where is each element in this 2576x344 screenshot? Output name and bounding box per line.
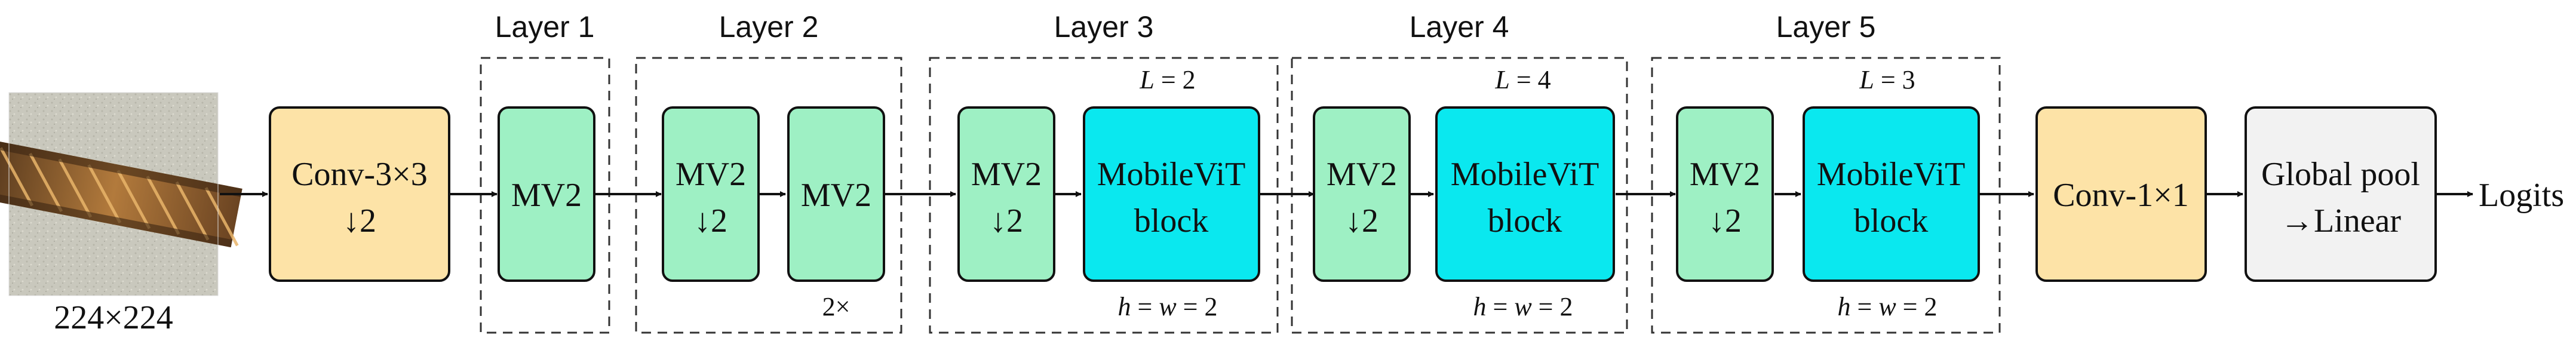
layer-5-title: Layer 5 (1776, 10, 1876, 44)
layer-2-mv2-block (787, 106, 885, 282)
layer-4-mv2-down-stride: ↓2 (1345, 202, 1378, 239)
layer-3-mv2-down-block (957, 106, 1055, 282)
layer-3-mv2-down-label: MV2 (971, 156, 1042, 193)
layer-3-mobilevit-block (1083, 106, 1260, 282)
layer-2-repeat-label: 2× (822, 292, 851, 321)
logits-label: Logits (2479, 177, 2564, 214)
layer-2-mv2-down-block (662, 106, 760, 282)
layer-5-mv2-down-block (1676, 106, 1774, 282)
layer-4-depth-label: L = 4 (1494, 65, 1550, 94)
layer-5-mobilevit-sub: block (1854, 202, 1928, 239)
layer-3-title: Layer 3 (1054, 10, 1154, 44)
head-conv-label: Conv-1×1 (2053, 177, 2189, 214)
layer-5-depth-label: L = 3 (1859, 65, 1915, 94)
layer-3-mobilevit-sub: block (1134, 202, 1208, 239)
layer-5-mv2-down-label: MV2 (1690, 156, 1760, 193)
layer-4-mobilevit-sub: block (1488, 202, 1562, 239)
layer-5-mobilevit-block (1803, 106, 1980, 282)
layer-2-mv2-down-stride: ↓2 (694, 202, 727, 239)
head-conv-block (2035, 106, 2207, 282)
input-size-label: 224×224 (54, 299, 173, 336)
input-image (0, 92, 242, 296)
layer-4-mv2-down-block (1313, 106, 1411, 282)
layer-4-mobilevit-label: MobileViT (1451, 156, 1599, 193)
layer-2-title: Layer 2 (719, 10, 819, 44)
layer-4-patch-label: h = w = 2 (1473, 292, 1573, 321)
layer-5-mv2-down-stride: ↓2 (1708, 202, 1742, 239)
layer-3-depth-label: L = 2 (1139, 65, 1195, 94)
layer-2-mv2-down-label: MV2 (676, 156, 746, 193)
stem-conv-block (269, 106, 450, 282)
layer-3-mobilevit-label: MobileViT (1097, 156, 1246, 193)
layer-1-title: Layer 1 (495, 10, 595, 44)
layer-5-patch-label: h = w = 2 (1837, 292, 1937, 321)
pool-label: Global pool (2261, 156, 2420, 193)
layer-1-mv2-block (498, 106, 595, 282)
layer-4-mv2-down-label: MV2 (1327, 156, 1397, 193)
linear-label: →Linear (2280, 202, 2401, 239)
stem-conv-stride: ↓2 (343, 202, 376, 239)
layer-3-mv2-down-stride: ↓2 (990, 202, 1023, 239)
pool-linear-block (2245, 106, 2437, 282)
layer-3-patch-label: h = w = 2 (1117, 292, 1217, 321)
layer-1-mv2-label: MV2 (511, 177, 582, 214)
layer-4-title: Layer 4 (1410, 10, 1509, 44)
layer-2-mv2-label: MV2 (801, 177, 871, 214)
layer-5-mobilevit-label: MobileViT (1817, 156, 1966, 193)
layer-4-mobilevit-block (1435, 106, 1615, 282)
stem-conv-label: Conv-3×3 (291, 156, 428, 193)
